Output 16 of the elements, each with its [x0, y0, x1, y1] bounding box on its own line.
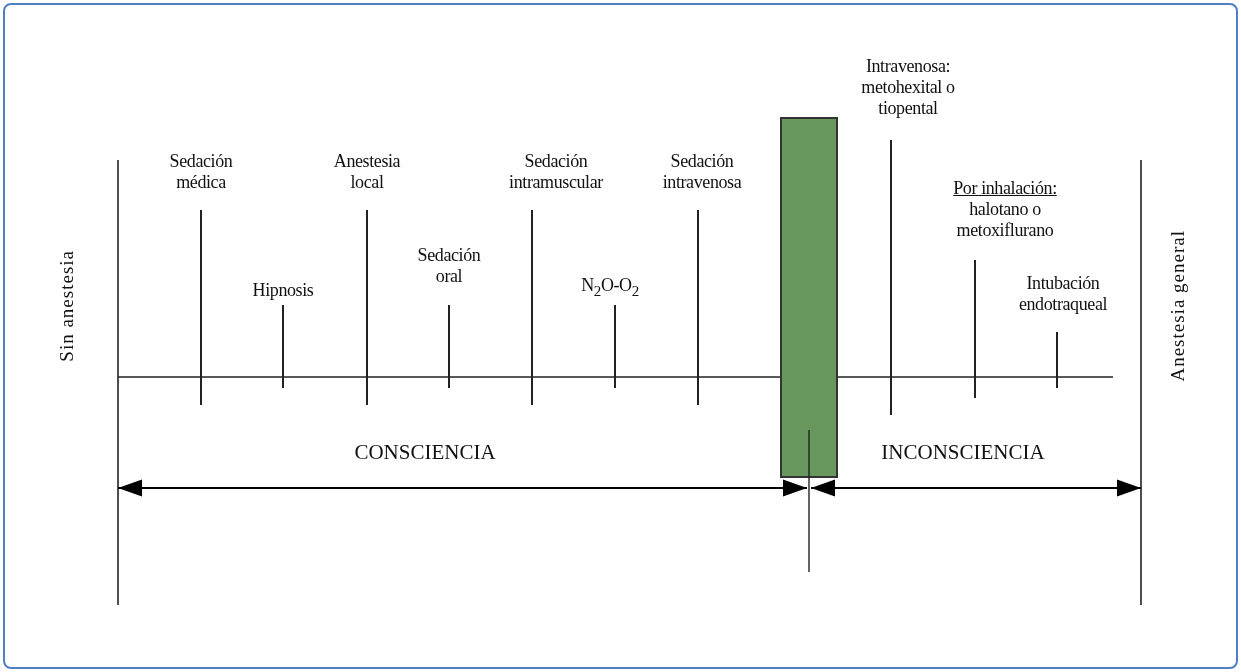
route-label: Intravenosa: metohexital o tiopental: [860, 56, 956, 119]
threshold-bar: [780, 117, 838, 478]
method-label: Sedación oral: [416, 245, 482, 287]
range-label: CONSCIENCIA: [353, 442, 497, 463]
route-heading: Por inhalación:: [952, 178, 1058, 199]
method-label: Hipnosis: [251, 280, 315, 301]
axis-end-label: Sin anestesia: [56, 250, 77, 362]
axis-end-label: Anestesia general: [1167, 230, 1188, 382]
route-label: halotano o metoxiflurano: [955, 199, 1055, 241]
range-label: INCONSCIENCIA: [880, 442, 1046, 463]
method-label: Intubación endotraqueal: [1017, 273, 1109, 315]
method-label: N$_{2}$O-O$_{2}$: [580, 275, 640, 301]
method-label: Sedación médica: [168, 151, 234, 193]
method-label: Sedación intramuscular: [508, 151, 604, 193]
method-label: Anestesia local: [332, 151, 402, 193]
method-label: Sedación intravenosa: [661, 151, 743, 193]
